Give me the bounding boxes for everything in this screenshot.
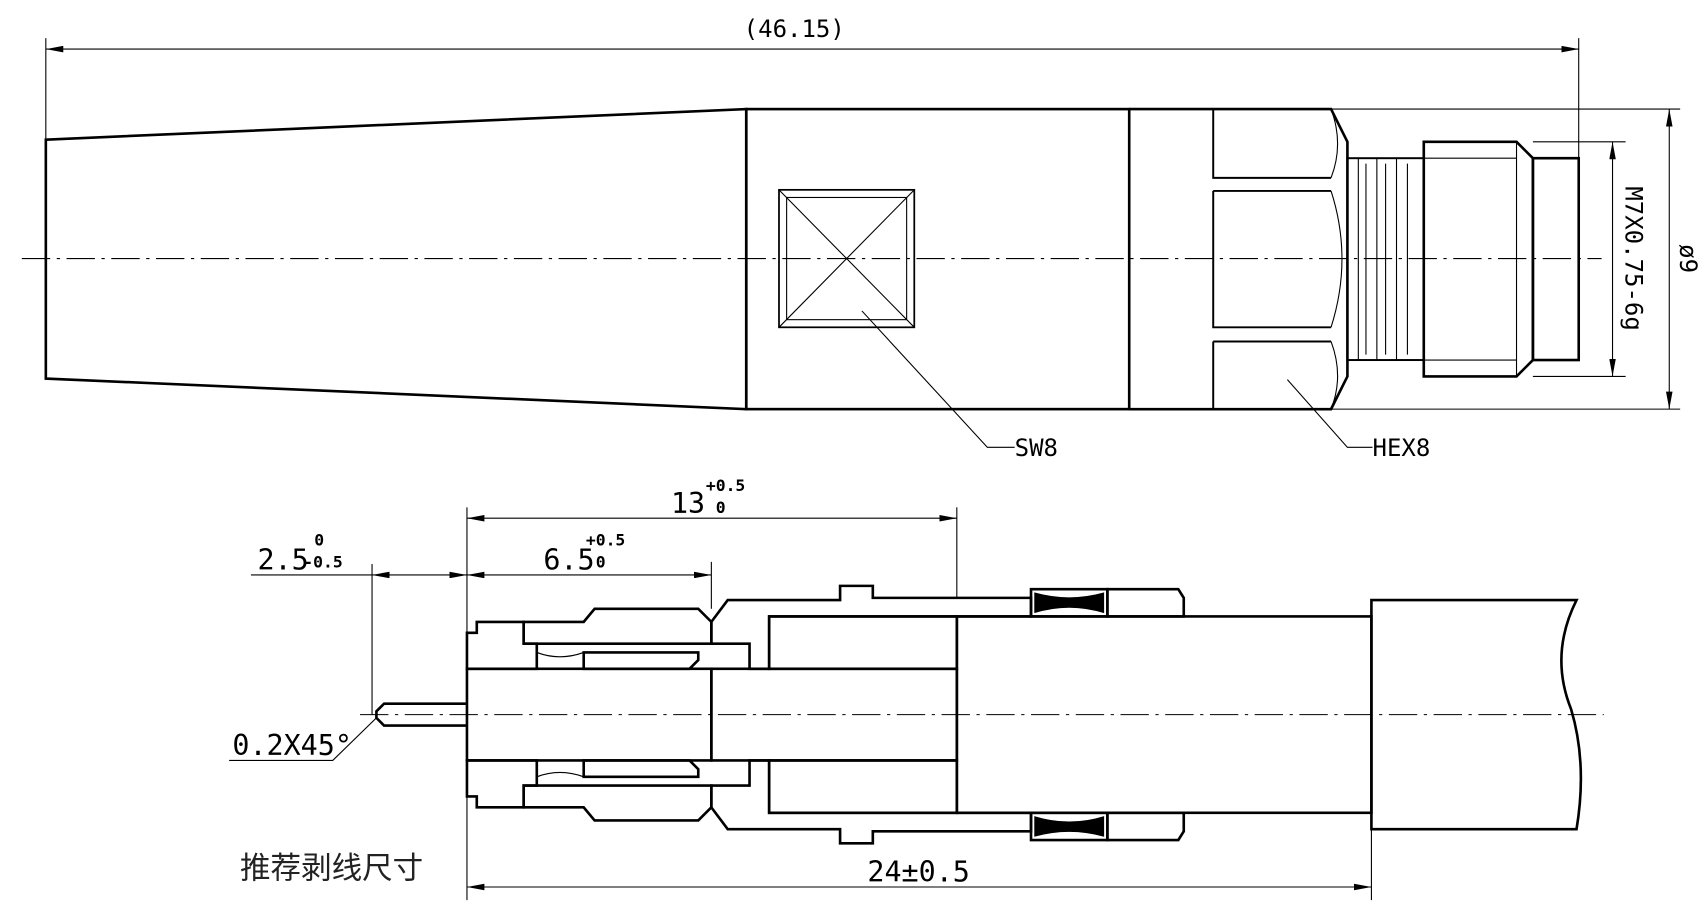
dim-13-nominal: 13 <box>671 487 705 520</box>
label-sw8: SW8 <box>1015 434 1058 462</box>
wrench-flat <box>778 188 916 329</box>
thread-section <box>1346 140 1581 378</box>
dim-6-5-nominal: 6.5 <box>543 544 594 577</box>
dim-2-5-lower-tol: -0.5 <box>303 552 342 571</box>
connector-half-lower <box>465 759 1186 845</box>
connector-body <box>744 107 1131 411</box>
dim-thread-spec: M7X0.75-6g <box>1620 186 1648 331</box>
cable-jacket <box>1370 598 1583 831</box>
label-hex8: HEX8 <box>1373 434 1431 462</box>
section-view: 13 +0.5 0 6.5 +0.5 0 2.5 0 -0.5 0.2X45° … <box>229 476 1604 901</box>
dim-24: 24±0.5 <box>867 856 969 889</box>
dim-outer-diameter: ø9 <box>1674 244 1702 273</box>
chamfer-leader <box>229 717 377 761</box>
dim-13-lower-tol: 0 <box>716 498 726 517</box>
caption-strip-length: 推荐剥线尺寸 <box>240 851 423 886</box>
connector-half-upper <box>465 584 1186 671</box>
dim-overall-length: (46.15) <box>744 15 845 43</box>
dim-13-upper-tol: +0.5 <box>706 476 745 495</box>
chamfer-label: 0.2X45° <box>232 729 352 762</box>
dim-6-5-lower-tol: 0 <box>596 552 606 571</box>
dim-6-5-upper-tol: +0.5 <box>586 531 625 550</box>
dim-2-5-upper-tol: 0 <box>314 531 324 550</box>
dim-2-5-nominal: 2.5 <box>257 544 308 577</box>
leader-line <box>1286 379 1373 448</box>
leader-line <box>861 310 1015 448</box>
top-view: (46.15) M7X0.75-6g <box>21 15 1702 462</box>
